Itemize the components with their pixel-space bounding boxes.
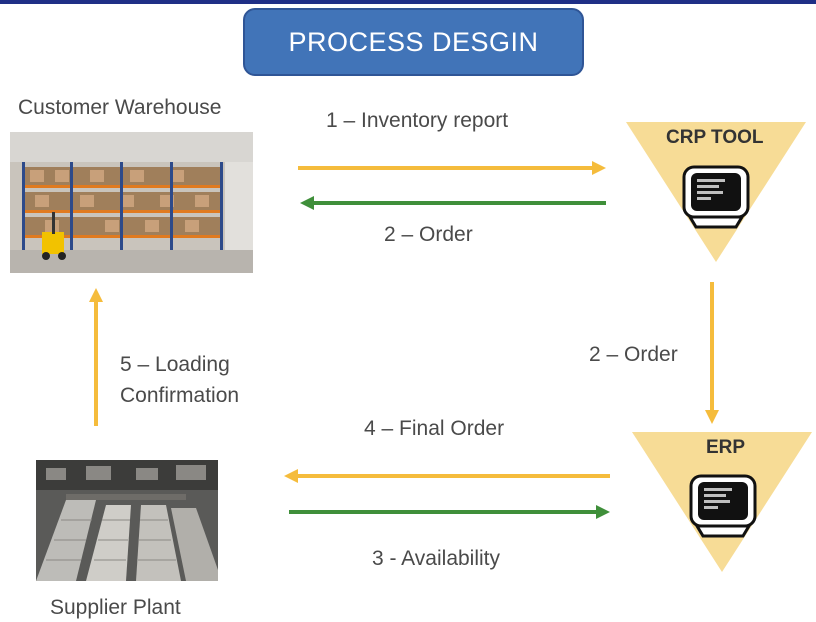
arrow-loading-confirmation	[89, 288, 103, 426]
top-border	[0, 0, 816, 4]
page-title: PROCESS DESGIN	[243, 8, 584, 76]
warehouse-photo	[10, 132, 253, 273]
availability-label: 3 - Availability	[372, 547, 501, 570]
loading-label-line1: 5 – Loading	[120, 353, 230, 376]
arrow-availability	[289, 505, 610, 519]
arrow-inventory-report	[298, 161, 606, 175]
erp-label: ERP	[706, 437, 746, 458]
order-right-label: 2 – Order	[589, 343, 678, 366]
supplier-plant-photo	[36, 460, 218, 581]
crp-tool-label: CRP TOOL	[666, 127, 764, 148]
supplier-plant-label: Supplier Plant	[50, 596, 181, 619]
arrow-final-order	[284, 469, 610, 483]
arrow-order-top	[300, 196, 606, 210]
arrow-order-right	[705, 282, 719, 424]
final-order-label: 4 – Final Order	[364, 417, 505, 440]
computer-monitor-icon	[682, 165, 750, 229]
inventory-report-label: 1 – Inventory report	[326, 109, 509, 132]
loading-label-line2: Confirmation	[120, 384, 240, 407]
computer-monitor-icon	[689, 474, 757, 538]
customer-warehouse-label: Customer Warehouse	[18, 96, 222, 119]
order-top-label: 2 – Order	[384, 223, 473, 246]
